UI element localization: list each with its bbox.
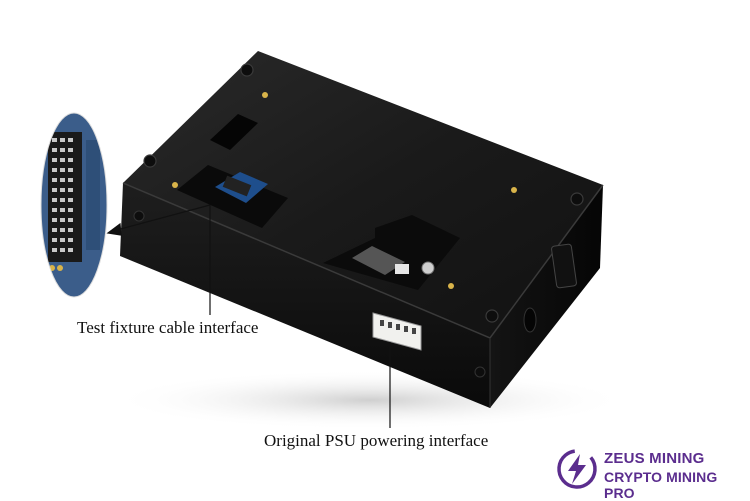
top-window [210,114,258,150]
enclosure-front-face [120,183,490,408]
brand-name-line2: CRYPTO MINING PRO [604,469,718,501]
dc-jack [523,307,537,333]
enclosure [120,51,604,408]
lightning-bolt-icon [557,449,597,489]
leader-lines [106,204,391,428]
capacitor [421,261,435,275]
power-switch [551,243,577,289]
brand-name-line1: ZEUS MINING [604,450,705,467]
brand-logo: ZEUS MINING CRYPTO MINING PRO [556,446,746,501]
test-fixture-label: Test fixture cable interface [77,318,259,337]
psu-connector [372,312,422,351]
fixture-window [177,165,288,228]
ground-shadow [110,370,630,430]
magnified-inset [40,112,108,298]
psu-interface-label: Original PSU powering interface [264,431,489,450]
screw-icons [143,63,584,323]
enclosure-right-face [490,185,603,408]
led-dots [172,92,517,289]
